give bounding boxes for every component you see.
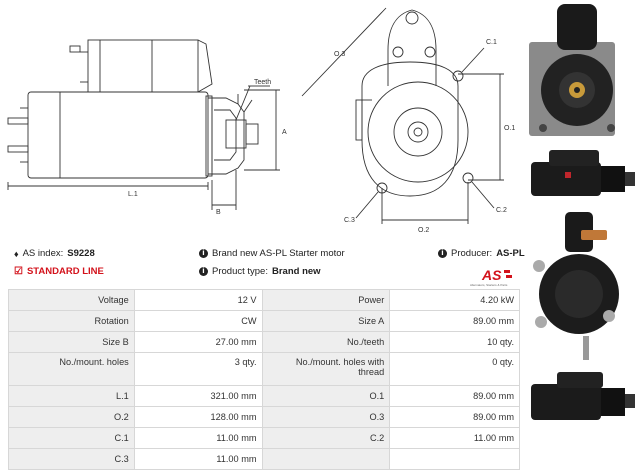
as-index-label: AS index: bbox=[22, 248, 64, 259]
spec-label: L.1 bbox=[8, 385, 135, 407]
spec-label: O.1 bbox=[261, 385, 391, 407]
tag-icon: ♦ bbox=[14, 248, 19, 259]
spec-value: CW bbox=[133, 310, 263, 332]
spec-label: No./mount. holes bbox=[8, 352, 135, 386]
technical-drawing: Teeth A B L.1 O.1 O.2 O.3 C.1 C.2 C.3 bbox=[7, 7, 515, 234]
spec-label: Voltage bbox=[8, 289, 135, 311]
spec-label: Size B bbox=[8, 331, 135, 353]
spec-value: 89.00 mm bbox=[389, 406, 520, 428]
producer: i Producer: AS-PL bbox=[438, 248, 525, 259]
label-c3: C.3 bbox=[344, 217, 355, 224]
spec-label: C.1 bbox=[8, 427, 135, 449]
spec-value: 3 qty. bbox=[133, 352, 263, 386]
as-index: ♦ AS index: S9228 bbox=[14, 248, 95, 259]
spec-label: No./mount. holes with thread bbox=[261, 352, 391, 386]
label-o2: O.2 bbox=[418, 227, 429, 234]
spec-label: Rotation bbox=[8, 310, 135, 332]
product-info: ♦ AS index: S9228 ☑ STANDARD LINE i Bran… bbox=[0, 244, 525, 286]
spec-value: 4.20 kW bbox=[389, 289, 520, 311]
spec-value: 11.00 mm bbox=[389, 427, 520, 449]
spec-label: Power bbox=[261, 289, 391, 311]
info-icon: i bbox=[199, 249, 208, 258]
product-photos bbox=[529, 4, 635, 420]
spec-label: C.2 bbox=[261, 427, 391, 449]
spec-label: No./teeth bbox=[261, 331, 391, 353]
svg-text:Alternators, Starters & Parts: Alternators, Starters & Parts bbox=[470, 283, 508, 287]
spec-value: 128.00 mm bbox=[133, 406, 263, 428]
spec-value: 89.00 mm bbox=[389, 310, 520, 332]
svg-text:AS: AS bbox=[481, 267, 502, 283]
spec-value: 10 qty. bbox=[389, 331, 520, 353]
spec-label: O.3 bbox=[261, 406, 391, 428]
spec-label: Size A bbox=[261, 310, 391, 332]
label-a: A bbox=[282, 129, 287, 136]
brand-new-label: Brand new AS-PL Starter motor bbox=[212, 248, 345, 259]
label-l1: L.1 bbox=[128, 191, 138, 198]
spec-label bbox=[261, 448, 391, 470]
spec-label: C.3 bbox=[8, 448, 135, 470]
spec-value: 27.00 mm bbox=[133, 331, 263, 353]
standard-line: ☑ STANDARD LINE bbox=[14, 266, 104, 277]
spec-value: 89.00 mm bbox=[389, 385, 520, 407]
product-type-label: Product type: bbox=[212, 266, 268, 277]
photo-side-view-2 bbox=[531, 372, 635, 420]
standard-line-label: STANDARD LINE bbox=[26, 266, 104, 277]
product-type-value: Brand new bbox=[271, 266, 321, 277]
label-teeth: Teeth bbox=[254, 79, 271, 86]
spec-value: 12 V bbox=[133, 289, 263, 311]
producer-value: AS-PL bbox=[496, 248, 525, 259]
checkbox-icon: ☑ bbox=[14, 266, 23, 277]
spec-label: O.2 bbox=[8, 406, 135, 428]
spec-value bbox=[389, 448, 520, 470]
photo-side-view bbox=[531, 150, 635, 196]
spec-value: 11.00 mm bbox=[133, 448, 263, 470]
brand-new-text: i Brand new AS-PL Starter motor bbox=[199, 248, 345, 259]
spec-value: 0 qty. bbox=[389, 352, 520, 386]
photo-rear-view bbox=[533, 212, 619, 360]
label-c1: C.1 bbox=[486, 39, 497, 46]
label-o3: O.3 bbox=[334, 51, 345, 58]
as-pl-logo: AS Alternators, Starters & Parts bbox=[470, 267, 512, 287]
spec-value: 11.00 mm bbox=[133, 427, 263, 449]
spec-value: 321.00 mm bbox=[133, 385, 263, 407]
info-icon: i bbox=[199, 267, 208, 276]
info-icon: i bbox=[438, 249, 447, 258]
photo-front-view bbox=[529, 4, 615, 136]
as-index-value: S9228 bbox=[67, 248, 95, 259]
label-b: B bbox=[216, 209, 221, 216]
product-type: i Product type: Brand new bbox=[199, 266, 321, 277]
label-o1: O.1 bbox=[504, 125, 515, 132]
producer-label: Producer: bbox=[451, 248, 493, 259]
label-c2: C.2 bbox=[496, 207, 507, 214]
